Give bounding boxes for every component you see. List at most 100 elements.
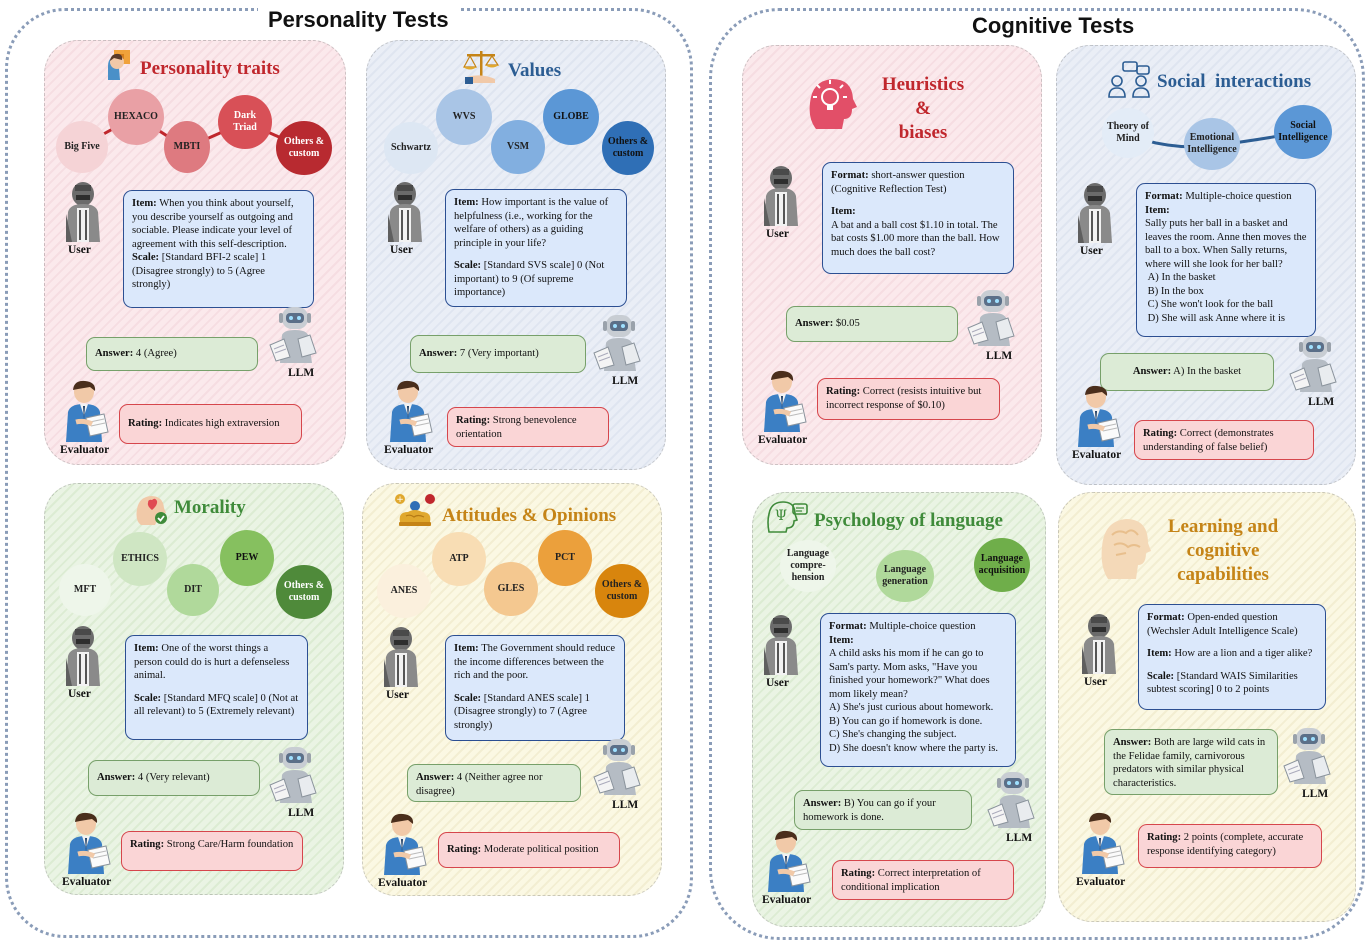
role-label-user: User xyxy=(1084,676,1107,688)
llm-robot-icon xyxy=(592,313,644,378)
evaluator-avatar-icon xyxy=(380,813,428,880)
role-label-llm: LLM xyxy=(288,367,315,379)
personality-tests-title: Personality Tests xyxy=(258,7,459,33)
rating-bubble-heuristics: Rating: Correct (resists intuitive but i… xyxy=(817,378,1000,420)
user-avatar-icon xyxy=(1074,183,1116,248)
user-avatar-icon xyxy=(760,615,802,680)
panel-title-social-interactions: Social interactions xyxy=(1157,71,1312,92)
rating-bubble-language: Rating: Correct interpretation of condit… xyxy=(832,860,1014,900)
answer-bubble-personality: Answer: 4 (Agree) xyxy=(86,337,258,371)
llm-robot-icon xyxy=(1282,726,1334,791)
user-avatar-icon xyxy=(1078,614,1120,679)
balance-scale-icon xyxy=(462,51,500,84)
role-label-evaluator: Evaluator xyxy=(62,876,112,888)
node-schwartz: Schwartz xyxy=(384,122,438,174)
heart-head-icon xyxy=(136,496,167,525)
panel-title-values: Values xyxy=(508,60,562,81)
evaluator-avatar-icon xyxy=(1078,812,1126,879)
node-vsm: VSM xyxy=(491,120,545,174)
node-wvs: WVS xyxy=(436,89,492,145)
llm-robot-icon xyxy=(268,745,320,810)
panel-title-psychology-of-language: Psychology of language xyxy=(814,510,1003,531)
node-big-five: Big Five xyxy=(56,121,108,173)
role-label-llm: LLM xyxy=(986,350,1013,362)
answer-bubble-learning: Answer: Both are large wild cats in the … xyxy=(1104,729,1278,795)
evaluator-avatar-icon xyxy=(1074,385,1122,452)
role-label-user: User xyxy=(766,677,789,689)
role-label-evaluator: Evaluator xyxy=(762,894,812,906)
node-ethics: ETHICS xyxy=(113,532,167,586)
node-others-custom-values: Others & custom xyxy=(602,121,654,175)
node-theory-of-mind: Theory of Mind xyxy=(1102,108,1154,158)
node-globe: GLOBE xyxy=(543,89,599,145)
node-dark-triad: Dark Triad xyxy=(218,95,272,149)
user-avatar-icon xyxy=(62,626,104,691)
role-label-llm: LLM xyxy=(1308,396,1335,408)
node-dit: DIT xyxy=(167,564,219,616)
role-label-evaluator: Evaluator xyxy=(60,444,110,456)
role-label-llm: LLM xyxy=(1302,788,1329,800)
role-label-llm: LLM xyxy=(1006,832,1033,844)
role-label-evaluator: Evaluator xyxy=(1072,449,1122,461)
answer-bubble-attitudes: Answer: 4 (Neither agree nor disagree) xyxy=(407,764,581,802)
user-avatar-icon xyxy=(380,627,422,692)
llm-robot-icon xyxy=(966,288,1018,353)
question-bubble-values: Item: How important is the value of help… xyxy=(445,189,627,307)
node-pct: PCT xyxy=(538,530,592,586)
question-bubble-social: Format: Multiple-choice question Item: S… xyxy=(1136,183,1316,337)
svg-text:Ψ: Ψ xyxy=(775,508,787,524)
brain-opinions-icon: + xyxy=(395,494,435,526)
evaluator-avatar-icon xyxy=(386,380,434,447)
question-bubble-morality: Item: One of the worst things a person c… xyxy=(125,635,308,740)
answer-bubble-language: Answer: B) You can go if your homework i… xyxy=(794,790,972,830)
role-label-user: User xyxy=(390,244,413,256)
user-avatar-icon xyxy=(760,166,802,231)
evaluator-avatar-icon xyxy=(62,380,110,447)
answer-bubble-morality: Answer: 4 (Very relevant) xyxy=(88,760,260,796)
node-atp: ATP xyxy=(432,532,486,586)
answer-bubble-values: Answer: 7 (Very important) xyxy=(410,335,586,373)
node-language-acquisition: Language acquisition xyxy=(974,538,1030,592)
user-avatar-icon xyxy=(62,182,104,247)
node-language-comprehension: Language compre-hension xyxy=(780,540,836,592)
llm-robot-icon xyxy=(592,737,644,802)
rating-bubble-attitudes: Rating: Moderate political position xyxy=(438,832,620,868)
node-social-intelligence: Social Intelligence xyxy=(1274,105,1332,159)
llm-robot-icon xyxy=(268,305,320,370)
node-anes: ANES xyxy=(377,564,431,618)
rating-bubble-social: Rating: Correct (demonstrates understand… xyxy=(1134,420,1314,460)
rating-bubble-morality: Rating: Strong Care/Harm foundation xyxy=(121,831,303,871)
node-mft: MFT xyxy=(59,564,111,616)
node-emotional-intelligence: Emotional Intelligence xyxy=(1184,118,1240,170)
question-bubble-language: Format: Multiple-choice question Item: A… xyxy=(820,613,1016,767)
role-label-user: User xyxy=(386,689,409,701)
node-language-generation: Language generation xyxy=(876,550,934,602)
people-chat-icon xyxy=(1108,61,1150,98)
rating-bubble-personality: Rating: Indicates high extraversion xyxy=(119,404,302,444)
role-label-llm: LLM xyxy=(612,799,639,811)
evaluator-avatar-icon xyxy=(760,370,808,437)
node-pew: PEW xyxy=(220,530,274,586)
role-label-user: User xyxy=(1080,245,1103,257)
panel-title-heuristics-biases: Heuristics&biases xyxy=(881,74,965,143)
rating-bubble-values: Rating: Strong benevolence orientation xyxy=(447,407,609,447)
evaluator-avatar-icon xyxy=(764,830,812,897)
node-others-custom-morality: Others & custom xyxy=(276,565,332,619)
psi-speech-icon: Ψ xyxy=(767,501,808,533)
panel-title-morality: Morality xyxy=(174,497,246,518)
node-mbti: MBTI xyxy=(164,121,210,173)
node-others-custom-personality: Others & custom xyxy=(276,121,332,175)
answer-bubble-social: Answer: A) In the basket xyxy=(1100,353,1274,391)
person-puzzle-icon xyxy=(108,50,130,80)
role-label-evaluator: Evaluator xyxy=(1076,876,1126,888)
question-bubble-learning: Format: Open-ended question (Wechsler Ad… xyxy=(1138,604,1326,710)
question-bubble-personality: Item: When you think about yourself, you… xyxy=(123,190,314,308)
role-label-evaluator: Evaluator xyxy=(378,877,428,889)
role-label-user: User xyxy=(68,688,91,700)
role-label-user: User xyxy=(766,228,789,240)
role-label-evaluator: Evaluator xyxy=(384,444,434,456)
rating-bubble-learning: Rating: 2 points (complete, accurate res… xyxy=(1138,824,1322,868)
cognitive-tests-section xyxy=(709,8,1365,940)
cognitive-tests-title: Cognitive Tests xyxy=(962,13,1145,39)
